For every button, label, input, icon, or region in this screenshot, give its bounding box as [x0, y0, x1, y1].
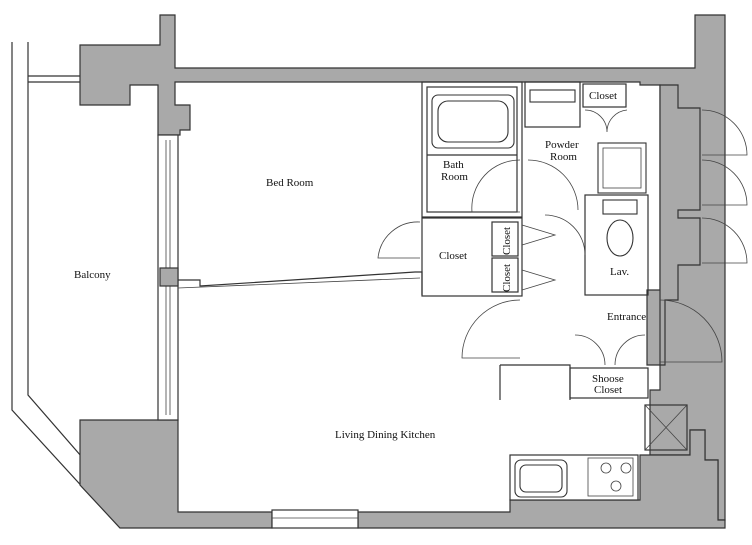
- bath-room-box: [421, 81, 523, 218]
- bottom-window: [271, 509, 359, 529]
- stove: [587, 457, 634, 497]
- label-lav: Lav.: [610, 266, 629, 278]
- bottom-left-wall: [79, 419, 273, 529]
- label-entrance: Entrance: [607, 311, 646, 323]
- label-bath-line1: Bath: [443, 159, 464, 171]
- label-powder-line1: Powder: [545, 139, 579, 151]
- lav-box: [584, 194, 649, 296]
- label-bed-room: Bed Room: [266, 177, 314, 189]
- label-powder-line2: Room: [550, 151, 577, 163]
- bedroom-divider: [178, 271, 423, 295]
- fridge-space: [644, 404, 688, 451]
- door-lav: [544, 214, 586, 256]
- right-wall: [659, 84, 701, 366]
- toilet-bowl: [606, 219, 634, 257]
- door-closet-mid: [377, 221, 421, 259]
- door-entrance: [659, 299, 723, 363]
- washing-machine-pan: [597, 142, 647, 194]
- door-right-1: [701, 109, 748, 156]
- label-closet-mid: Closet: [439, 250, 467, 262]
- balcony-outline: [11, 42, 129, 529]
- closet-top-box: [582, 83, 627, 108]
- label-shoose-line1: Shoose: [592, 373, 624, 385]
- toilet-tank: [602, 199, 638, 215]
- door-ldk: [461, 299, 521, 359]
- label-closet-small-1: Closet: [501, 227, 513, 255]
- outer-wall: [79, 14, 726, 521]
- door-shoose: [574, 334, 646, 366]
- left-wall-pillar: [159, 267, 179, 287]
- label-ldk: Living Dining Kitchen: [335, 429, 436, 441]
- washbasin: [529, 89, 576, 103]
- closet-mid-box: [421, 217, 523, 297]
- door-bath: [471, 159, 521, 213]
- door-closet-top: [584, 109, 628, 133]
- door-right-2: [701, 159, 748, 206]
- label-balcony: Balcony: [74, 269, 111, 281]
- label-shoose-line2: Closet: [594, 384, 622, 396]
- label-closet-top: Closet: [589, 90, 617, 102]
- label-closet-small-2: Closet: [501, 264, 513, 292]
- door-right-3: [701, 217, 748, 264]
- door-powder: [527, 159, 579, 211]
- label-bath-line2: Room: [441, 171, 468, 183]
